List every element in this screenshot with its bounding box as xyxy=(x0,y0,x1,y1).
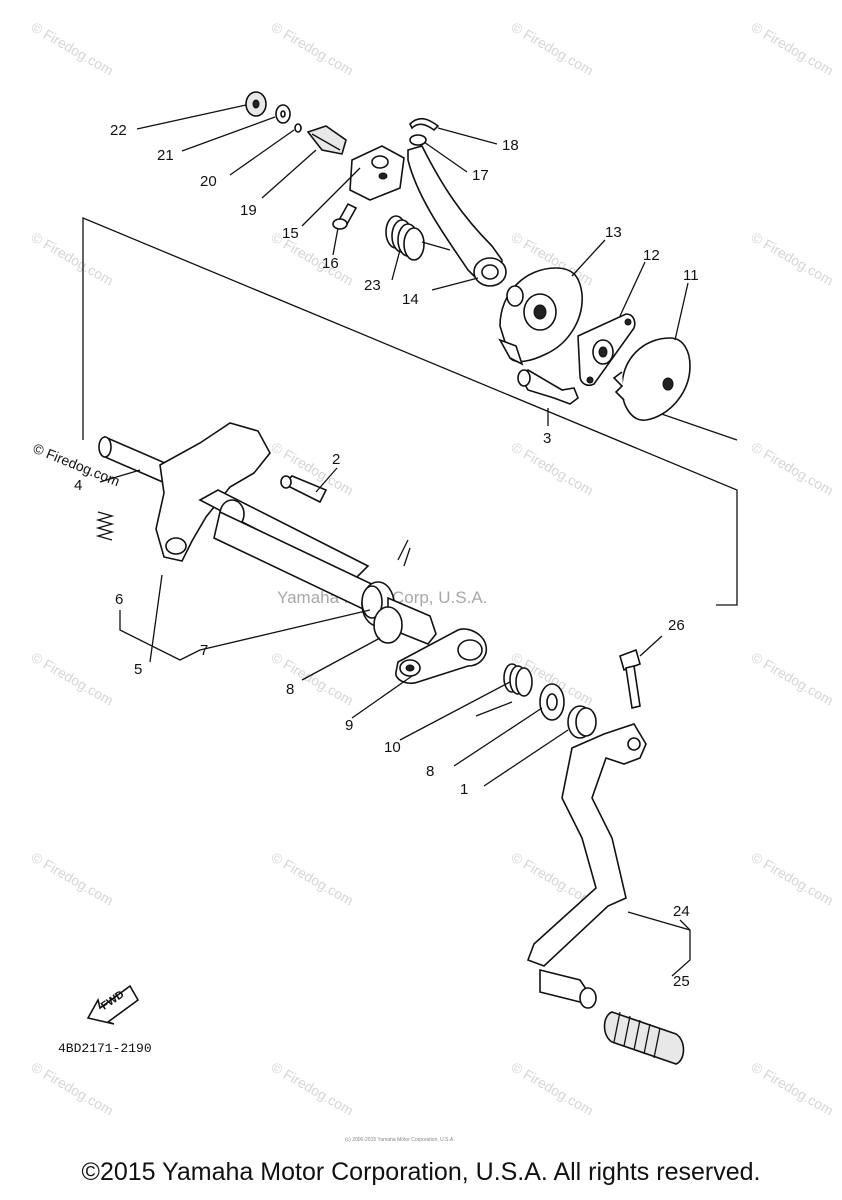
label-6: 6 xyxy=(115,591,123,608)
watermark: © Firedog.com xyxy=(749,849,837,909)
label-22: 22 xyxy=(110,122,127,139)
label-12: 12 xyxy=(643,247,660,264)
label-8-upper: 8 xyxy=(286,681,294,698)
label-2: 2 xyxy=(332,451,340,468)
label-13: 13 xyxy=(605,224,622,241)
label-16: 16 xyxy=(322,255,339,272)
label-21: 21 xyxy=(157,147,174,164)
watermark: © Firedog.com xyxy=(269,849,357,909)
part-11-disc xyxy=(612,337,691,421)
label-26: 26 xyxy=(668,617,685,634)
label-20: 20 xyxy=(200,173,217,190)
part-12-triangle-plate xyxy=(577,313,636,387)
label-19: 19 xyxy=(240,202,257,219)
watermark: © Firedog.com xyxy=(29,1059,117,1119)
watermark: © Firedog.com xyxy=(749,1059,837,1119)
watermark: © Firedog.com xyxy=(29,649,117,709)
label-10: 10 xyxy=(384,739,401,756)
part-8-seal-upper xyxy=(361,539,437,645)
part-15-joint xyxy=(349,145,405,201)
part-9-lever xyxy=(395,628,488,685)
copyright-notice: ©2015 Yamaha Motor Corporation, U.S.A. A… xyxy=(81,1158,761,1186)
watermark: © Firedog.com xyxy=(509,1059,597,1119)
part-8-washer xyxy=(539,683,565,721)
part-19-bolt xyxy=(306,125,347,155)
label-18: 18 xyxy=(502,137,519,154)
watermark: © Firedog.com xyxy=(509,439,597,499)
watermark: © Firedog.com xyxy=(749,439,837,499)
part-1-collar xyxy=(567,705,597,739)
part-number-labels: 22 21 20 19 15 16 23 14 18 17 13 12 11 3… xyxy=(74,122,699,990)
part-18-cotter xyxy=(409,117,440,132)
label-8-lower: 8 xyxy=(426,763,434,780)
part-6-spring xyxy=(95,511,115,541)
watermark: © Firedog.com xyxy=(29,849,117,909)
label-15: 15 xyxy=(282,225,299,242)
watermark: © Firedog.com xyxy=(509,19,597,79)
watermark: © Firedog.com xyxy=(29,19,117,79)
part-26-bolt xyxy=(619,648,641,709)
watermark: © Firedog.com xyxy=(269,1059,357,1119)
watermark: © Firedog.com xyxy=(749,229,837,289)
part-10-spring xyxy=(475,663,533,717)
label-3: 3 xyxy=(543,430,551,447)
part-16-pin xyxy=(332,202,358,230)
part-17-clip xyxy=(409,134,427,146)
label-9: 9 xyxy=(345,717,353,734)
watermark: © Firedog.com xyxy=(29,229,117,289)
part-24-pedal xyxy=(526,723,647,1009)
part-25-rubber xyxy=(603,1011,685,1065)
part-23-spring xyxy=(385,215,451,261)
assembly-outline xyxy=(82,217,738,606)
shift-shaft-assembly xyxy=(98,422,391,620)
label-11: 11 xyxy=(683,267,699,284)
watermark: © Firedog.com xyxy=(269,19,357,79)
label-14: 14 xyxy=(402,291,419,308)
part-21-washer xyxy=(275,104,291,124)
label-23: 23 xyxy=(364,277,381,294)
label-4: 4 xyxy=(74,477,82,494)
tiny-copyright: (c) 2000-2015 Yamaha Motor Corporation, … xyxy=(345,1137,455,1143)
part-3-bolt xyxy=(517,369,579,405)
label-25: 25 xyxy=(673,973,690,990)
watermark: © Firedog.com xyxy=(749,19,837,79)
label-1: 1 xyxy=(460,781,468,798)
label-5: 5 xyxy=(134,661,142,678)
diagram-code: 4BD2171-2190 xyxy=(58,1041,152,1056)
part-14-arm xyxy=(407,145,507,287)
label-17: 17 xyxy=(472,167,489,184)
part-13-plate xyxy=(498,267,583,366)
label-7: 7 xyxy=(200,642,208,659)
part-20-circlip xyxy=(294,123,302,133)
label-24: 24 xyxy=(673,903,690,920)
fwd-arrow: FWD xyxy=(86,984,140,1025)
part-22-nut xyxy=(245,91,267,117)
watermark: © Firedog.com xyxy=(749,649,837,709)
part-2-pin xyxy=(280,475,328,504)
leader-lines xyxy=(99,104,691,977)
